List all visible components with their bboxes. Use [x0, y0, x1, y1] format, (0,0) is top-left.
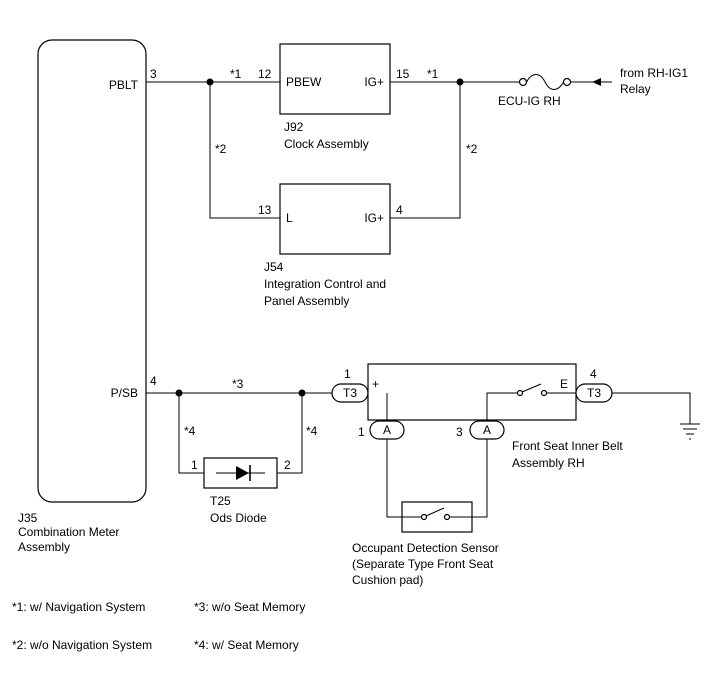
clock-pin-right-name: IG+	[364, 75, 384, 89]
integration-name-line1: Integration Control and	[264, 277, 386, 291]
belt-pin-plus: +	[372, 377, 379, 391]
t3-pin4-no: 4	[590, 367, 597, 381]
fuse-source-line2: Relay	[620, 82, 651, 96]
fuse-symbol	[518, 74, 572, 90]
clock-assembly-box	[279, 43, 391, 115]
clock-id: J92	[284, 120, 304, 134]
integration-pin-right-name: IG+	[364, 211, 384, 225]
integration-pin-right-no: 4	[396, 203, 403, 217]
marker-psb-3: *3	[232, 377, 244, 391]
t3-pin1-no: 1	[344, 367, 351, 381]
clock-pin-left-no: 12	[258, 67, 272, 81]
wire-sensor-left	[386, 439, 402, 518]
meter-pin-pblt-name: PBLT	[109, 78, 139, 92]
marker-pblt-2: *2	[215, 142, 227, 156]
legend-note-1: *1: w/ Navigation System	[12, 600, 145, 614]
ground-icon	[680, 423, 700, 440]
marker-pblt-1: *1	[230, 67, 242, 81]
meter-name-line1: Combination Meter	[18, 525, 119, 539]
integration-pin-left-no: 13	[258, 203, 272, 217]
wire-integration-ig	[390, 82, 461, 219]
marker-diode-left-4: *4	[184, 424, 196, 438]
diode-name: Ods Diode	[210, 511, 267, 525]
legend-note-4: *4: w/ Seat Memory	[194, 638, 299, 652]
diode-symbol-icon	[236, 466, 249, 480]
integration-id: J54	[264, 260, 284, 274]
wire-belt-switch-left	[486, 392, 517, 420]
meter-name-line2: Assembly	[18, 540, 70, 554]
meter-pin-psb-name: P/SB	[111, 386, 138, 400]
a-connector-right-label: A	[483, 423, 491, 437]
clock-name: Clock Assembly	[284, 137, 369, 151]
sensor-line1: Occupant Detection Sensor	[352, 541, 499, 555]
t3-connector-right-label: T3	[587, 386, 601, 400]
diode-pin2: 2	[284, 458, 291, 472]
t3-connector-left-label: T3	[343, 386, 357, 400]
arrow-from-relay-icon	[592, 78, 601, 86]
fuse-name: ECU-IG RH	[498, 94, 561, 108]
fuse-source-line1: from RH-IG1	[620, 66, 688, 80]
meter-pin-psb-no: 4	[150, 374, 157, 388]
diode-id: T25	[210, 494, 231, 508]
meter-pin-pblt-no: 3	[150, 67, 157, 81]
combination-meter-box	[37, 39, 147, 503]
diode-pin1: 1	[191, 458, 198, 472]
clock-pin-left-name: PBEW	[286, 75, 322, 89]
wire-to-ground	[612, 392, 691, 424]
a-pin1-no: 1	[358, 425, 365, 439]
belt-name-line1: Front Seat Inner Belt	[512, 439, 623, 453]
wire-sensor-right	[472, 439, 488, 518]
legend-note-2: *2: w/o Navigation System	[12, 638, 152, 652]
wire-diode-right	[277, 393, 303, 474]
integration-pin-left-name: L	[286, 211, 293, 225]
integration-name-line2: Panel Assembly	[264, 294, 349, 308]
wire-diode-left	[178, 393, 204, 474]
marker-diode-right-4: *4	[306, 424, 318, 438]
belt-name-line2: Assembly RH	[512, 456, 585, 470]
sensor-line2: (Separate Type Front Seat	[352, 557, 494, 571]
marker-ig-2: *2	[466, 142, 478, 156]
belt-pin-e: E	[560, 377, 568, 391]
wire-pblt-to-integration	[209, 82, 280, 219]
legend-note-3: *3: w/o Seat Memory	[194, 600, 305, 614]
sensor-switch-icon	[402, 507, 472, 521]
integration-panel-box	[279, 183, 391, 255]
meter-id: J35	[18, 511, 38, 525]
a-pin3-no: 3	[456, 425, 463, 439]
a-connector-left-label: A	[383, 423, 391, 437]
marker-ig-1: *1	[427, 67, 439, 81]
clock-pin-right-no: 15	[396, 67, 410, 81]
sensor-line3: Cushion pad)	[352, 573, 423, 587]
